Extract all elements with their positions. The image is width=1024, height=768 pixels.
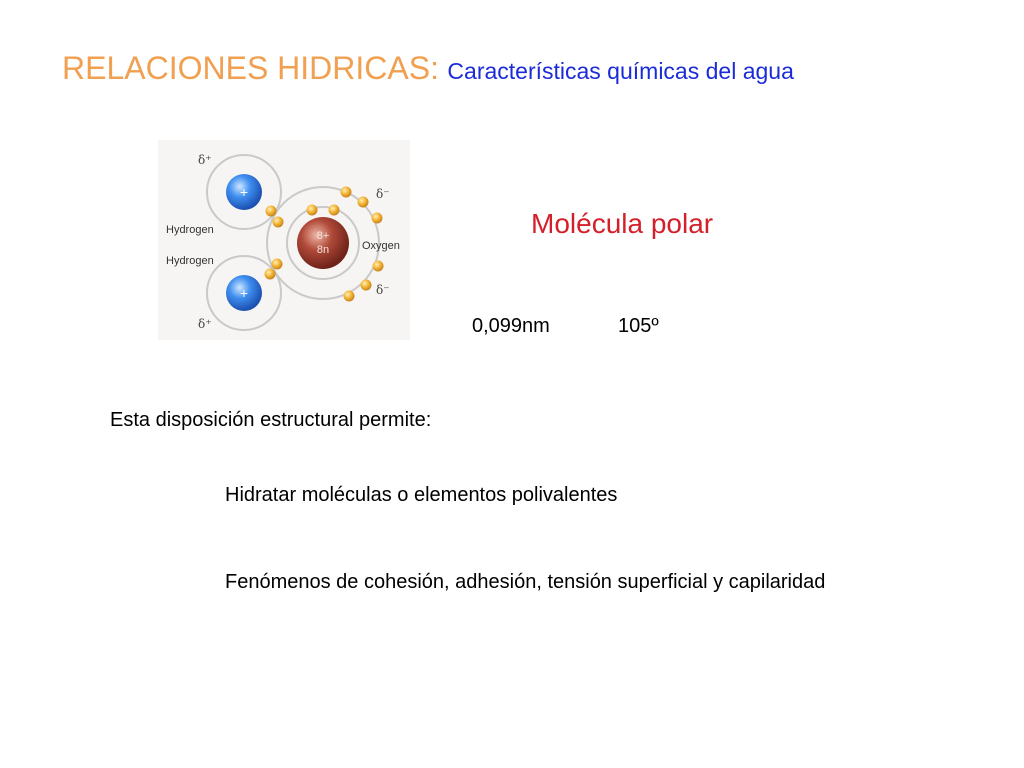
structure-intro-text: Esta disposición estructural permite: <box>110 409 432 431</box>
electron <box>328 204 340 216</box>
electron <box>357 196 369 208</box>
electron <box>360 279 372 291</box>
slide-subtitle: Características químicas del agua <box>447 58 794 84</box>
oxygen-label: Oxygen <box>362 240 400 252</box>
bond-length-value: 0,099nm <box>472 315 550 337</box>
bond-angle-value: 105º <box>618 315 659 337</box>
shared-electron <box>264 268 276 280</box>
hydrogen-top-nucleus <box>226 174 262 210</box>
delta-plus-top-label: δ⁺ <box>198 153 212 167</box>
shared-electron <box>272 216 284 228</box>
slide-title: RELACIONES HIDRICAS <box>62 50 431 86</box>
polar-molecule-label: Molécula polar <box>531 208 714 239</box>
hydrogen-top-orbit <box>206 154 282 230</box>
water-molecule-svg: 8+ 8n + + Hydrogen Hydrogen Oxygen δ⁺ δ⁺… <box>166 153 400 331</box>
shared-electron <box>265 205 277 217</box>
list-item: Fenómenos de cohesión, adhesión, tensión… <box>225 571 826 593</box>
list-item: Hidratar moléculas o elementos polivalen… <box>225 484 618 506</box>
electron <box>371 212 383 224</box>
hydrogen-top-label: Hydrogen <box>166 224 214 236</box>
electron <box>306 204 318 216</box>
electron <box>340 186 352 198</box>
delta-minus-top-label: δ⁻ <box>376 187 390 201</box>
hydrogen-bottom-label: Hydrogen <box>166 255 214 267</box>
nucleus-protons-label: 8+ <box>317 230 330 242</box>
slide-title-colon: : <box>430 50 439 86</box>
hydrogen-bottom-nucleus <box>226 275 262 311</box>
hydrogen-bottom-orbit <box>206 255 282 331</box>
delta-plus-bottom-label: δ⁺ <box>198 317 212 331</box>
electron <box>372 260 384 272</box>
oxygen-outer-orbit <box>266 186 380 300</box>
hydrogen-bottom-proton-sign: + <box>240 285 248 301</box>
delta-minus-bottom-label: δ⁻ <box>376 283 390 297</box>
oxygen-inner-orbit <box>286 206 360 280</box>
electron <box>343 290 355 302</box>
hydrogen-top-proton-sign: + <box>240 184 248 200</box>
slide-title-row: RELACIONES HIDRICAS: Características quí… <box>62 50 794 87</box>
nucleus-neutrons-label: 8n <box>317 244 329 256</box>
shared-electron <box>271 258 283 270</box>
oxygen-nucleus <box>297 217 349 269</box>
water-molecule-diagram: 8+ 8n + + Hydrogen Hydrogen Oxygen δ⁺ δ⁺… <box>158 140 410 340</box>
